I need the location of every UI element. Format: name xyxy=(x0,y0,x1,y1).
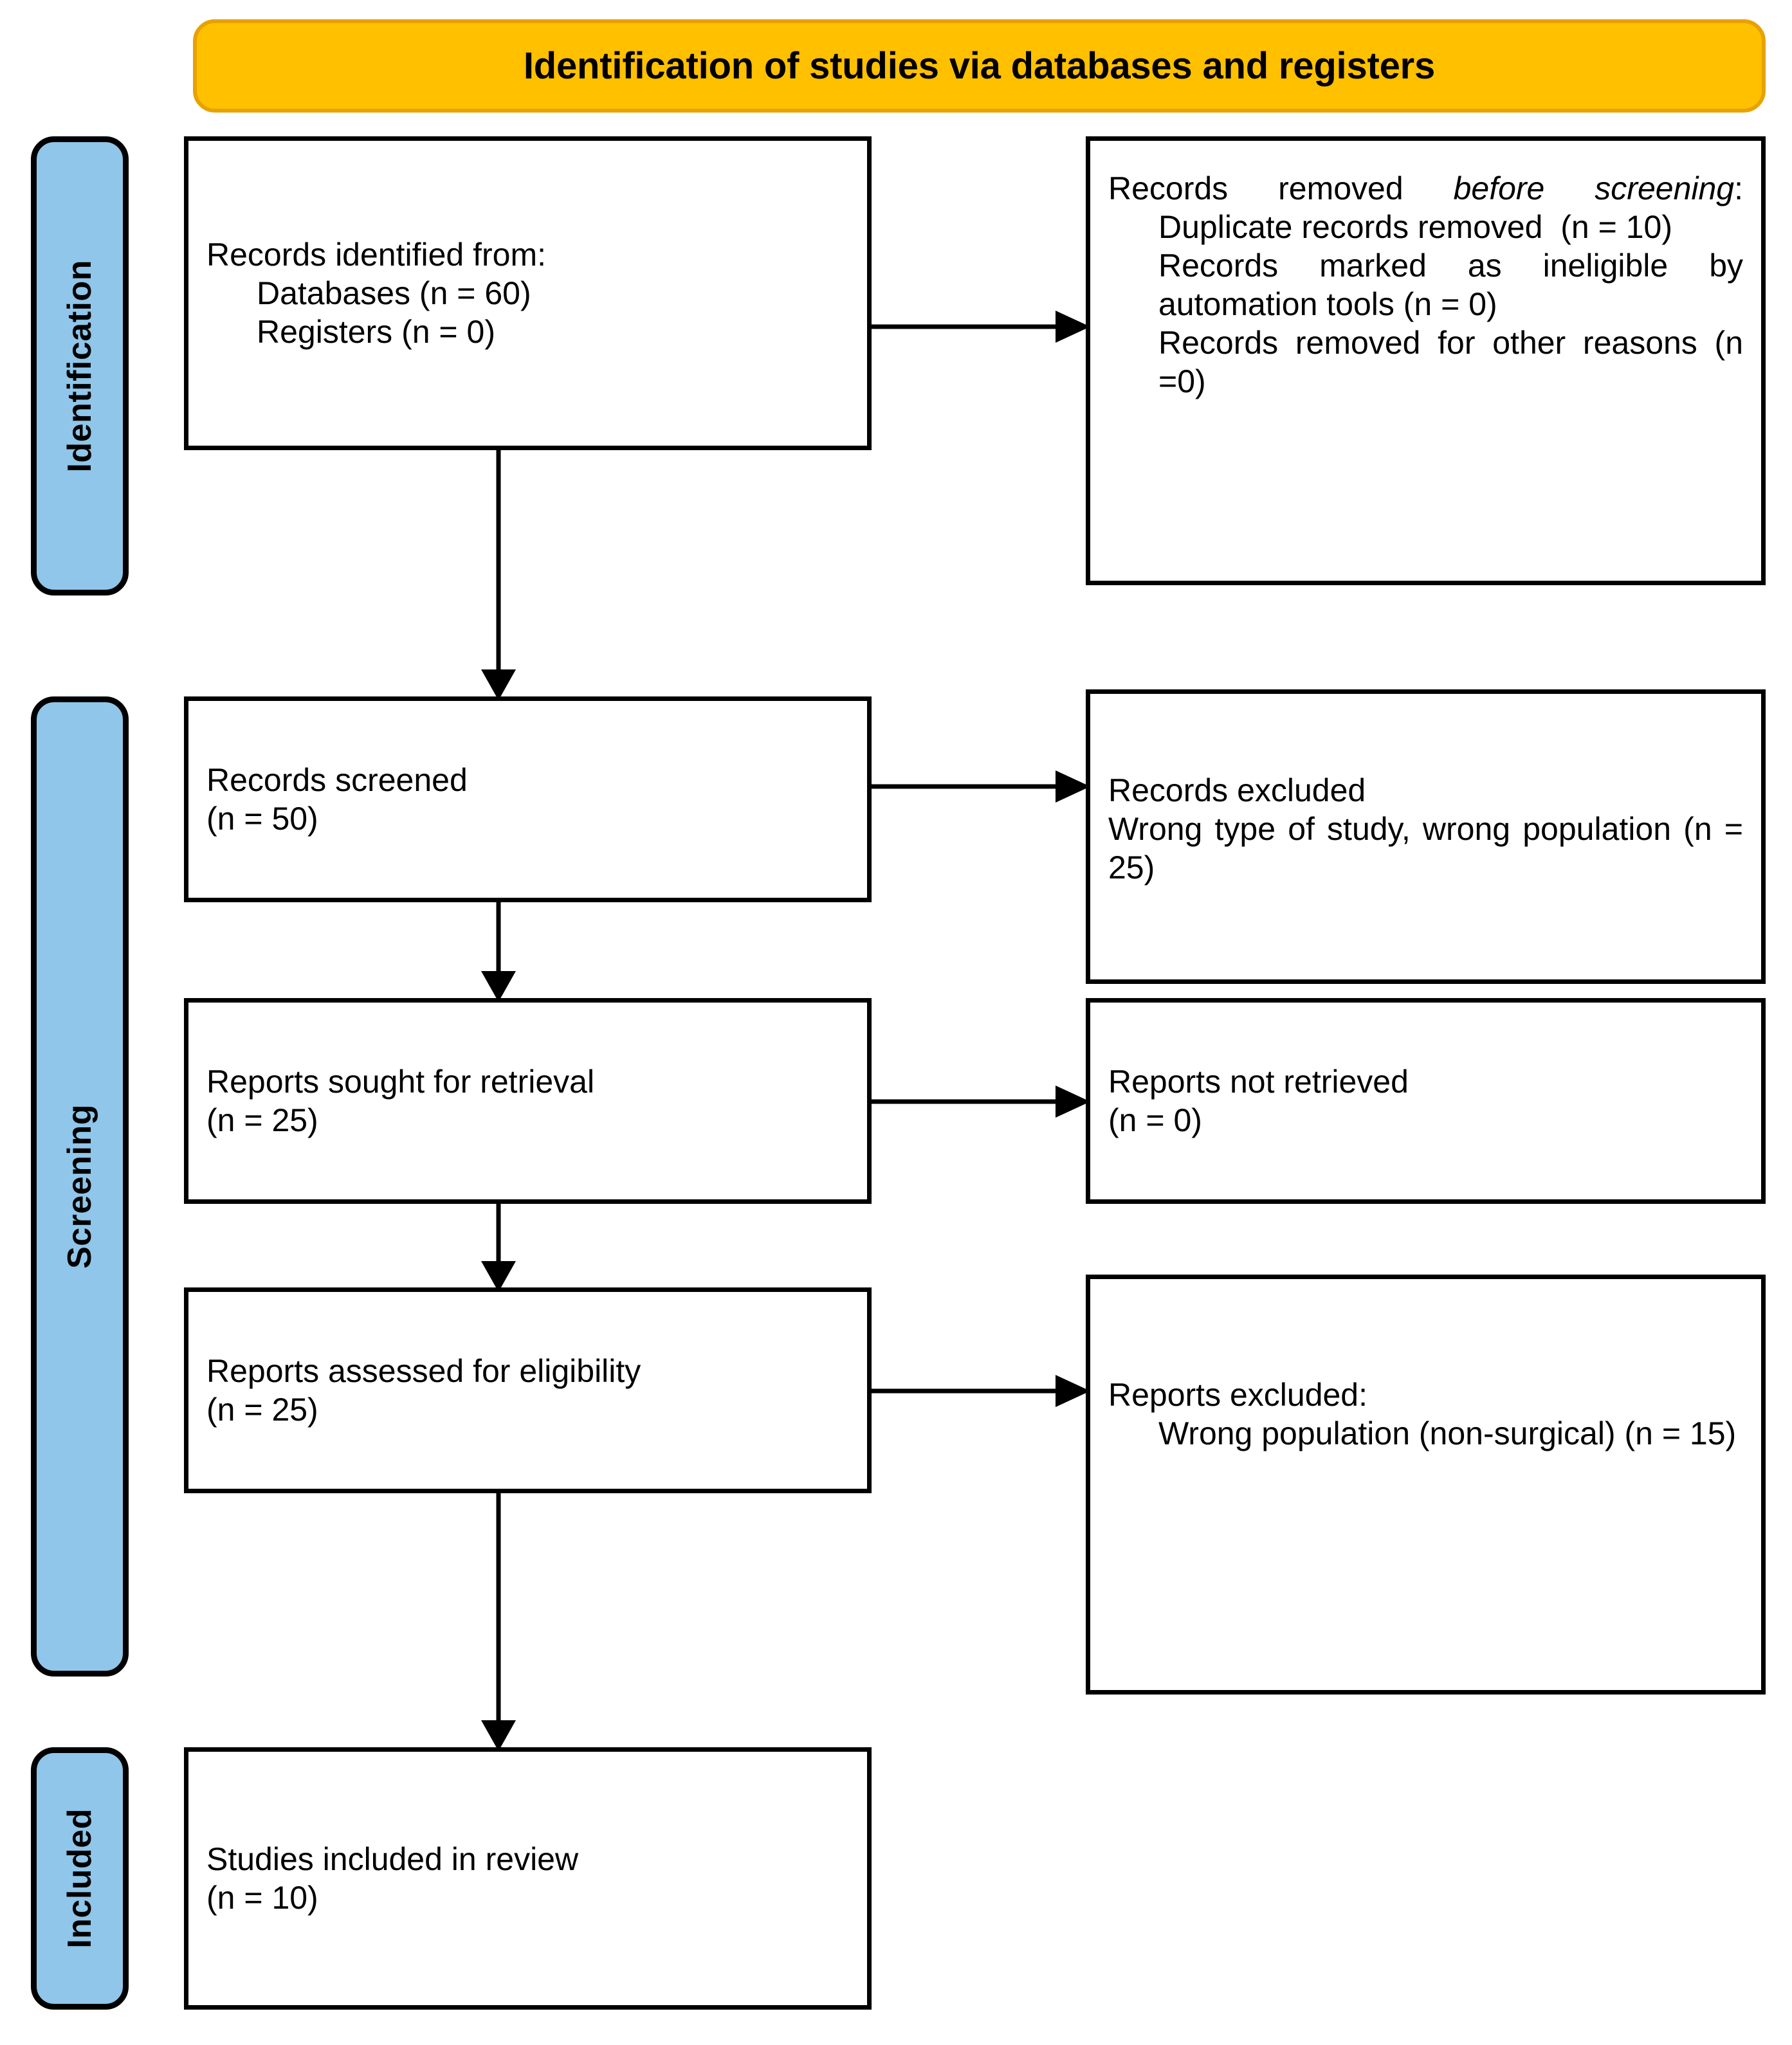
stage-tab-identification: Identification xyxy=(31,136,129,595)
records-removed-ineligible-automation: Records marked as ineligible by automati… xyxy=(1158,248,1752,322)
records-removed-heading-emphasis: before screening xyxy=(1453,170,1735,206)
connector-identified-to-screened xyxy=(479,448,518,700)
records-excluded-label: Records excluded xyxy=(1108,772,1366,808)
reports-assessed-label: Reports assessed for eligibility xyxy=(206,1353,641,1389)
connector-sought-to-not-retrieved xyxy=(872,1082,1090,1121)
records-identified-databases: Databases (n = 60) xyxy=(257,275,531,311)
reports-assessed-count: (n = 25) xyxy=(206,1392,318,1428)
box-records-removed-before-screening: Records removed before screening: Duplic… xyxy=(1086,136,1766,585)
box-reports-sought: Reports sought for retrieval (n = 25) xyxy=(184,998,872,1204)
reports-excluded-label: Reports excluded: xyxy=(1108,1377,1368,1413)
stage-tab-included: Included xyxy=(31,1747,129,2010)
records-excluded-reasons: Wrong type of study, wrong population (n… xyxy=(1108,811,1752,886)
box-records-excluded: Records excluded Wrong type of study, wr… xyxy=(1086,689,1766,984)
connector-assessed-to-included xyxy=(479,1491,518,1751)
studies-included-label: Studies included in review xyxy=(206,1841,579,1877)
studies-included-count: (n = 10) xyxy=(206,1880,318,1916)
connector-sought-to-assessed xyxy=(479,1202,518,1292)
records-screened-label: Records screened xyxy=(206,762,468,798)
records-removed-other-reasons: Records removed for other reasons (n =0) xyxy=(1158,325,1752,399)
stage-tab-screening-label: Screening xyxy=(61,1104,98,1269)
reports-sought-label: Reports sought for retrieval xyxy=(206,1064,595,1100)
box-records-identified: Records identified from: Databases (n = … xyxy=(184,136,872,450)
records-screened-count: (n = 50) xyxy=(206,801,318,837)
records-identified-heading: Records identified from: xyxy=(206,237,547,273)
records-removed-heading: Records removed before screening: xyxy=(1108,169,1743,208)
stage-tab-identification-label: Identification xyxy=(61,259,98,473)
records-identified-registers: Registers (n = 0) xyxy=(257,314,495,350)
records-removed-duplicates: Duplicate records removed (n = 10) xyxy=(1158,209,1672,245)
records-removed-heading-pre: Records removed xyxy=(1108,170,1454,206)
box-reports-assessed: Reports assessed for eligibility (n = 25… xyxy=(184,1287,872,1493)
stage-tab-included-label: Included xyxy=(61,1808,98,1949)
box-records-screened: Records screened (n = 50) xyxy=(184,696,872,902)
connector-screened-to-sought xyxy=(479,900,518,1002)
connector-screened-to-records-excluded xyxy=(872,767,1090,806)
reports-sought-count: (n = 25) xyxy=(206,1102,318,1138)
page-title: Identification of studies via databases … xyxy=(523,45,1436,87)
connector-assessed-to-reports-excluded xyxy=(872,1372,1090,1410)
records-removed-heading-post: : xyxy=(1734,170,1744,206)
reports-not-retrieved-count: (n = 0) xyxy=(1108,1102,1202,1138)
connector-identified-to-removed xyxy=(872,307,1090,346)
stage-tab-screening: Screening xyxy=(31,696,129,1677)
reports-excluded-reasons: Wrong population (non-surgical) (n = 15) xyxy=(1158,1415,1737,1451)
box-reports-excluded: Reports excluded: Wrong population (non-… xyxy=(1086,1275,1766,1695)
box-studies-included: Studies included in review (n = 10) xyxy=(184,1747,872,2010)
box-reports-not-retrieved: Reports not retrieved (n = 0) xyxy=(1086,998,1766,1204)
diagram-header-banner: Identification of studies via databases … xyxy=(193,19,1766,113)
reports-not-retrieved-label: Reports not retrieved xyxy=(1108,1064,1409,1100)
